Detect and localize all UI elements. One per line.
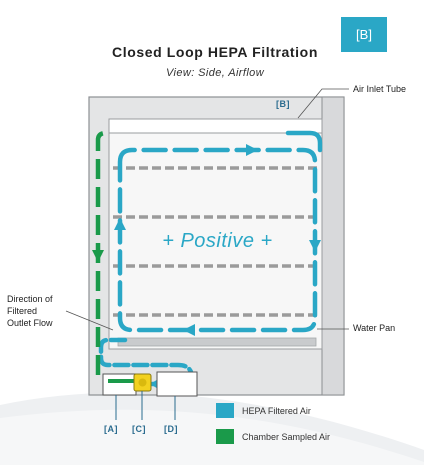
chamber-top-panel	[108, 118, 323, 134]
diagram-subtitle: View: Side, Airflow	[165, 67, 265, 79]
tag-a: [A]	[104, 424, 118, 434]
diagram-title: Closed Loop HEPA Filtration	[112, 44, 318, 60]
water-pan	[117, 337, 317, 347]
tag-c: [C]	[132, 424, 146, 434]
view-badge: [B]	[341, 17, 387, 52]
sampled-air-arrow	[92, 250, 104, 262]
tag-b: [B]	[276, 99, 290, 109]
direction-label-line2: Filtered	[7, 306, 38, 316]
airflow-arrow-right	[309, 240, 321, 252]
positive-pressure-text: + Positive +	[162, 230, 273, 252]
pump-core	[138, 378, 147, 387]
legend-label-sampled: Chamber Sampled Air	[242, 432, 331, 442]
water-pan-label: Water Pan	[353, 323, 396, 333]
airflow-arrow-left	[114, 218, 126, 230]
legend-label-hepa: HEPA Filtered Air	[242, 406, 311, 416]
airflow-arrow-bottom	[183, 324, 195, 336]
background-swoosh-light	[0, 409, 424, 465]
direction-callout	[65, 310, 114, 331]
air-inlet-tube-label: Air Inlet Tube	[353, 84, 407, 94]
sampled-air-path	[95, 130, 107, 375]
direction-label-line3: Outlet Flow	[7, 318, 53, 328]
cabinet-right-wall	[321, 96, 345, 396]
component-a-box	[102, 373, 137, 396]
airflow-arrow-top	[246, 144, 258, 156]
inlet-duct	[285, 130, 323, 153]
legend-swatch-hepa	[216, 403, 234, 418]
legend-swatch-sampled	[216, 429, 234, 444]
direction-label-line1: Direction of	[7, 294, 53, 304]
hepa-airflow-loop	[117, 147, 318, 333]
inlet-tube-callout	[297, 88, 349, 119]
tag-d: [D]	[164, 424, 178, 434]
component-d-box	[156, 371, 198, 397]
